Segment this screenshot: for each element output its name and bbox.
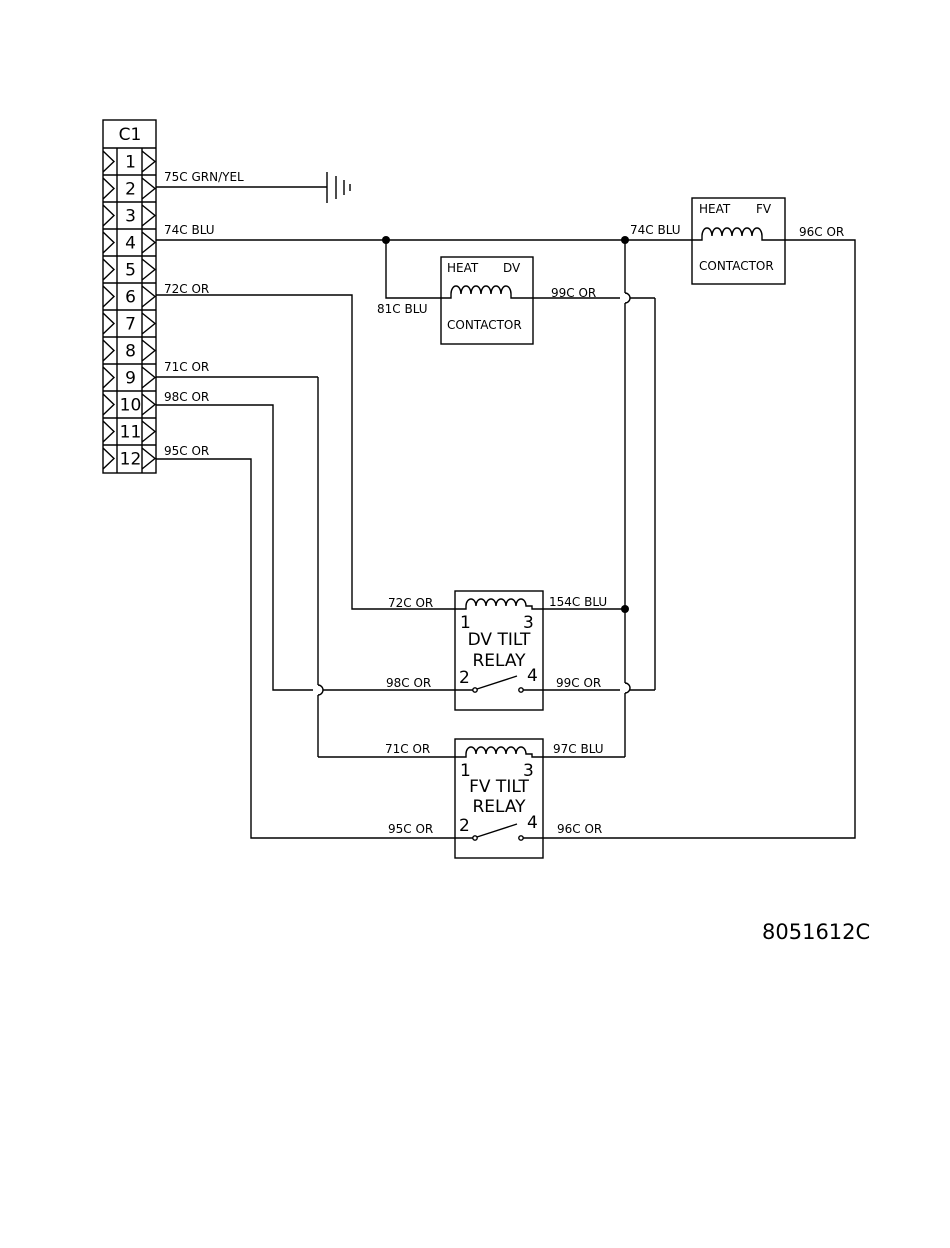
connector-pin-label: 2 [125, 180, 136, 200]
connector-pin-label: 9 [125, 369, 136, 389]
dv-relay-title: DV TILT [468, 630, 531, 650]
drawing-number: 8051612C [762, 920, 870, 944]
connector-pin-label: 10 [120, 396, 142, 416]
wire-label-96c-top: 96C OR [799, 225, 844, 239]
fv-contactor: HEAT FV CONTACTOR [692, 198, 785, 284]
dv-tilt-relay: 1 3 DV TILT RELAY 2 4 [455, 591, 543, 710]
wire-label-74c-right: 74C BLU [630, 223, 681, 237]
wire-label-99c-top: 99C OR [551, 286, 596, 300]
connector-pin-label: 5 [125, 261, 136, 281]
dv-relay-subtitle: RELAY [472, 651, 526, 671]
wire-label-96c-relay: 96C OR [557, 822, 602, 836]
fv-contactor-label: CONTACTOR [699, 259, 774, 273]
junction-dot [621, 605, 629, 613]
wire-label-72c-relay: 72C OR [388, 596, 433, 610]
connector-pin-label: 1 [125, 153, 136, 173]
fv-relay-pin4: 4 [527, 813, 538, 833]
fv-relay-pin2: 2 [459, 816, 470, 836]
ground-symbol [327, 172, 350, 203]
junction-dot [382, 236, 390, 244]
fv-tilt-relay: 1 3 FV TILT RELAY 2 4 [455, 739, 543, 858]
wire-label-98c-relay: 98C OR [386, 676, 431, 690]
dv-relay-pin4: 4 [527, 666, 538, 686]
connector-pin-label: 4 [125, 234, 136, 254]
fv-contactor-tag: FV [756, 202, 772, 216]
wire-label-95c: 95C OR [164, 444, 209, 458]
wire-label-71c: 71C OR [164, 360, 209, 374]
connector-pin-label: 11 [120, 423, 142, 443]
connector-pin-label: 6 [125, 288, 136, 308]
wire-label-99c-relay: 99C OR [556, 676, 601, 690]
connector-pin-label: 3 [125, 207, 136, 227]
wire-label-72c: 72C OR [164, 282, 209, 296]
dv-contactor-tag: DV [503, 261, 521, 275]
junction-dot [621, 236, 629, 244]
dv-relay-pin2: 2 [459, 668, 470, 688]
wire-label-95c-relay: 95C OR [388, 822, 433, 836]
connector-title: C1 [119, 125, 142, 145]
fv-relay-title: FV TILT [469, 777, 529, 797]
wire-label-74c-left: 74C BLU [164, 223, 215, 237]
wire-label-71c-relay: 71C OR [385, 742, 430, 756]
fv-relay-subtitle: RELAY [472, 797, 526, 817]
wire-label-98c: 98C OR [164, 390, 209, 404]
wire-label-81c: 81C BLU [377, 302, 428, 316]
wire-label-75c: 75C GRN/YEL [164, 170, 244, 184]
connector-pin-label: 12 [120, 450, 142, 470]
wire-label-97c: 97C BLU [553, 742, 604, 756]
fv-contactor-heat: HEAT [699, 202, 731, 216]
connector-pin-label: 7 [125, 315, 136, 335]
dv-contactor-label: CONTACTOR [447, 318, 522, 332]
wire-label-154c: 154C BLU [549, 595, 607, 609]
dv-contactor-heat: HEAT [447, 261, 479, 275]
connector-pin-label: 8 [125, 342, 136, 362]
dv-contactor: HEAT DV CONTACTOR [441, 257, 533, 344]
